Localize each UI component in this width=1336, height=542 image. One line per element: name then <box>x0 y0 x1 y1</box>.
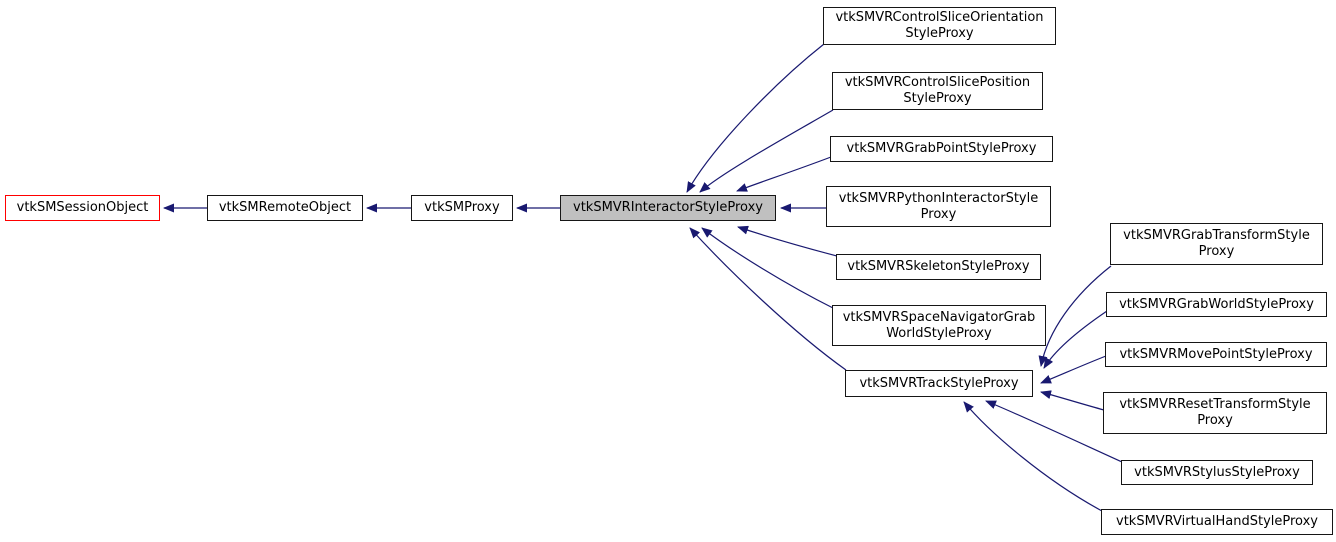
node-vtksmremoteobject[interactable]: vtkSMRemoteObject <box>207 195 363 221</box>
node-vtksmvrpythoninteractorstyleproxy[interactable]: vtkSMVRPythonInteractorStyle Proxy <box>826 186 1051 227</box>
node-label: vtkSMVRStylusStyleProxy <box>1134 464 1300 480</box>
edge-controlsliceposition-to-interactorstyle <box>699 109 834 193</box>
node-vtksmvrresettransformstyleproxy[interactable]: vtkSMVRResetTransformStyle Proxy <box>1103 392 1327 434</box>
edge-virtualhand-to-track <box>963 401 1103 512</box>
node-label: vtkSMRemoteObject <box>218 200 352 215</box>
node-label: vtkSMVRControlSliceOrientation StyleProx… <box>835 10 1044 41</box>
edge-skeleton-to-interactorstyle <box>737 225 838 257</box>
node-label: vtkSMVRGrabTransformStyle Proxy <box>1123 228 1310 259</box>
node-label: vtkSMVRVirtualHandStyleProxy <box>1116 514 1318 529</box>
node-label: vtkSMSessionObject <box>16 200 149 215</box>
node-label: vtkSMVRControlSlicePosition StyleProxy <box>844 75 1031 106</box>
node-vtksmvrmovepointstyleproxy[interactable]: vtkSMVRMovePointStyleProxy <box>1105 342 1327 367</box>
edge-movepoint-to-track <box>1040 355 1107 384</box>
node-vtksmvrgrabpointstyleproxy[interactable]: vtkSMVRGrabPointStyleProxy <box>830 136 1053 162</box>
node-vtksmvrcontrolsliceorientationstyleproxy[interactable]: vtkSMVRControlSliceOrientation StyleProx… <box>823 7 1056 45</box>
node-label: vtkSMVRSkeletonStyleProxy <box>847 259 1030 274</box>
node-label: vtkSMVRSpaceNavigatorGrab WorldStyleProx… <box>842 309 1036 341</box>
node-vtksmvrinteractorstyleproxy: vtkSMVRInteractorStyleProxy <box>560 195 776 221</box>
node-vtksmvrtrackstyleproxy[interactable]: vtkSMVRTrackStyleProxy <box>845 370 1033 397</box>
node-vtksmvrgrabworldstyleproxy[interactable]: vtkSMVRGrabWorldStyleProxy <box>1106 292 1327 317</box>
edge-track-to-interactorstyle <box>689 227 847 371</box>
node-vtksmsessionobject[interactable]: vtkSMSessionObject <box>5 195 160 221</box>
edge-resettransform-to-track <box>1040 390 1105 411</box>
node-label: vtkSMVRInteractorStyleProxy <box>573 200 763 215</box>
node-label: vtkSMVRMovePointStyleProxy <box>1119 346 1313 362</box>
node-label: vtkSMVRGrabPointStyleProxy <box>846 141 1037 156</box>
node-label: vtkSMVRPythonInteractorStyle Proxy <box>838 190 1039 222</box>
node-vtksmvrgrabtransformstyleproxy[interactable]: vtkSMVRGrabTransformStyle Proxy <box>1110 223 1323 265</box>
node-label: vtkSMProxy <box>424 200 500 215</box>
node-label: vtkSMVRResetTransformStyle Proxy <box>1119 397 1311 428</box>
edge-grabworld-to-track <box>1043 310 1108 369</box>
node-vtksmvrspacenavigatorgrabworldstyleproxy[interactable]: vtkSMVRSpaceNavigatorGrab WorldStyleProx… <box>832 305 1046 346</box>
edge-grabpoint-to-interactorstyle <box>736 156 832 192</box>
edge-grabtransform-to-track <box>1038 265 1112 367</box>
node-label: vtkSMVRGrabWorldStyleProxy <box>1119 296 1314 312</box>
node-vtksmvrvirtualhandstyleproxy[interactable]: vtkSMVRVirtualHandStyleProxy <box>1101 509 1333 535</box>
edge-controlsliceorientation-to-interactorstyle <box>686 43 825 193</box>
node-vtksmvrstylusstyleproxy[interactable]: vtkSMVRStylusStyleProxy <box>1121 460 1313 485</box>
node-vtksmvrskeletonstyleproxy[interactable]: vtkSMVRSkeletonStyleProxy <box>836 254 1041 280</box>
node-vtksmvrcontrolslicepositionstyleproxy[interactable]: vtkSMVRControlSlicePosition StyleProxy <box>832 72 1043 110</box>
node-label: vtkSMVRTrackStyleProxy <box>859 375 1019 391</box>
edge-stylus-to-track <box>985 400 1123 463</box>
node-vtksmproxy[interactable]: vtkSMProxy <box>411 195 513 221</box>
edge-spacenavigatorgrabworld-to-interactorstyle <box>701 227 834 309</box>
